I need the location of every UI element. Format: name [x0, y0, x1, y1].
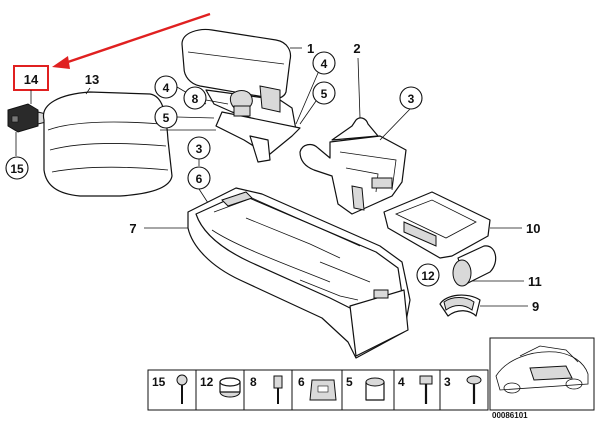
table-label-8: 8: [250, 375, 257, 389]
callout-15-left: 15: [5, 156, 29, 180]
callout-1: 1: [307, 41, 314, 56]
callout-13: 13: [85, 72, 99, 87]
svg-text:4: 4: [321, 57, 328, 71]
table-cell-15[interactable]: 15: [152, 374, 188, 404]
part-10-storage-tray[interactable]: 10: [383, 191, 540, 259]
callout-3-mid: 3: [187, 136, 211, 166]
table-cell-12[interactable]: 12: [200, 375, 241, 398]
callout-9: 9: [532, 299, 539, 314]
svg-text:8: 8: [192, 92, 199, 106]
part-14-switch[interactable]: 14: [7, 65, 49, 156]
part-13-armrest-cushion[interactable]: 13: [42, 72, 173, 197]
table-cell-3[interactable]: 3: [444, 375, 482, 404]
callout-11: 11: [528, 274, 542, 289]
table-cell-8[interactable]: 8: [250, 375, 283, 404]
part-7-center-console[interactable]: 7: [129, 187, 411, 359]
table-cell-4[interactable]: 4: [398, 375, 433, 404]
part-2-cupholder-tray[interactable]: 2: [299, 41, 407, 215]
table-label-12: 12: [200, 375, 214, 389]
callout-14: 14: [24, 72, 39, 87]
callout-5-right: 5: [299, 81, 336, 125]
callout-4-right: 4: [295, 51, 336, 125]
table-cell-5[interactable]: 5: [346, 375, 385, 401]
part-11-roller[interactable]: 11: [452, 245, 542, 289]
callout-8: 8: [183, 86, 229, 110]
svg-text:4: 4: [163, 81, 170, 95]
table-label-5: 5: [346, 375, 353, 389]
vehicle-thumbnail: [489, 337, 595, 411]
svg-text:3: 3: [196, 142, 203, 156]
svg-text:12: 12: [421, 269, 435, 283]
callout-6-top: 6: [187, 166, 211, 207]
table-label-4: 4: [398, 375, 405, 389]
part-9-bracket[interactable]: 9: [439, 294, 539, 317]
callout-10: 10: [526, 221, 540, 236]
diagram-id: 00086101: [492, 411, 528, 420]
callout-4-left: 4: [154, 75, 207, 105]
part-1-armrest-hinge[interactable]: 1: [181, 28, 314, 163]
callout-2: 2: [353, 41, 360, 56]
hardware-table: 15 12 8 6 5 4: [147, 369, 489, 411]
callout-5-left: 5: [154, 105, 215, 129]
callout-7: 7: [129, 221, 136, 236]
svg-text:5: 5: [163, 111, 170, 125]
svg-text:3: 3: [408, 92, 415, 106]
svg-text:15: 15: [10, 162, 24, 176]
callout-12-diagram: 12: [416, 263, 440, 287]
svg-text:6: 6: [196, 172, 203, 186]
highlight-arrow: [52, 12, 211, 69]
callout-3-top: 3: [379, 86, 423, 141]
table-label-6: 6: [298, 375, 305, 389]
svg-text:5: 5: [321, 87, 328, 101]
table-cell-6[interactable]: 6: [298, 375, 337, 401]
table-label-15: 15: [152, 375, 166, 389]
table-label-3: 3: [444, 375, 451, 389]
